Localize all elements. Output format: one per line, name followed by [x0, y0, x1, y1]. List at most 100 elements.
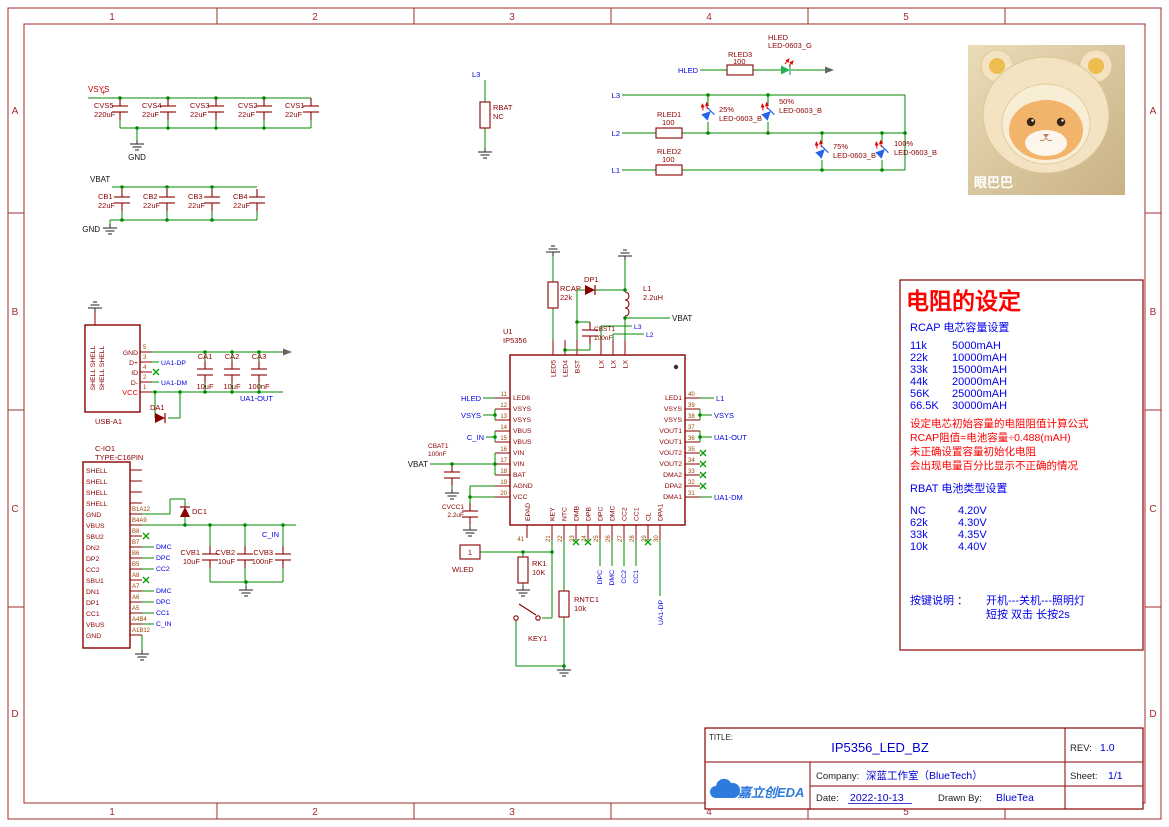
- gnd-symbol[interactable]: [129, 139, 145, 151]
- notes-row[interactable]: 20000mAH: [952, 376, 1007, 388]
- wires[interactable]: [622, 69, 906, 171]
- capacitor-symbol[interactable]: [274, 545, 292, 569]
- notes-heading[interactable]: RCAP 电芯容量设置: [910, 320, 1009, 334]
- net-label[interactable]: L2: [612, 129, 620, 138]
- notes-key-line[interactable]: 开机---关机---照明灯: [986, 593, 1085, 607]
- net-label[interactable]: VSYS: [461, 411, 481, 420]
- green-led-symbol[interactable]: [781, 59, 793, 75]
- ref-des[interactable]: CVS1: [285, 101, 305, 110]
- diode-symbol[interactable]: [179, 506, 191, 518]
- value-label[interactable]: LED-0603_B: [833, 151, 876, 160]
- notes-warning[interactable]: 未正确设置容量初始化电阻: [910, 445, 1036, 458]
- led-percent[interactable]: 50%: [779, 97, 794, 106]
- net-label[interactable]: DMC: [156, 588, 172, 595]
- chip-peripherals[interactable]: RCAP 22k DP1 L1 2.2uH VBAT CBST1 100nF L…: [408, 245, 748, 677]
- ref-des[interactable]: U1: [503, 327, 513, 336]
- notes-row[interactable]: 33k: [910, 529, 928, 541]
- value-label[interactable]: 10uF: [218, 557, 236, 566]
- resistor-symbol[interactable]: [726, 64, 754, 76]
- type-c-connector[interactable]: C-IO1 TYPE-C16PIN SHELL SHELL SHELL SHEL…: [82, 444, 296, 661]
- ip5356-chip[interactable]: U1 IP5356 LED5 LED4 BST LX LX LX LED6 VS…: [495, 327, 700, 543]
- net-label[interactable]: L2: [646, 332, 654, 339]
- net-label[interactable]: VBAT: [672, 314, 692, 323]
- gnd-symbol[interactable]: [444, 488, 460, 500]
- capacitor-symbol[interactable]: [255, 97, 273, 121]
- blue-led-symbol[interactable]: [697, 101, 717, 121]
- value-label[interactable]: 22uF: [190, 110, 208, 119]
- offpage-arrow[interactable]: [283, 348, 292, 356]
- net-label[interactable]: VBAT: [90, 175, 110, 184]
- gnd-symbol[interactable]: [134, 649, 150, 661]
- value-label[interactable]: 100nF: [428, 451, 446, 458]
- net-label[interactable]: DPC: [156, 555, 170, 562]
- capacitor-symbol[interactable]: [207, 97, 225, 121]
- notes-row[interactable]: 4.30V: [958, 517, 987, 529]
- ref-des[interactable]: CVS3: [190, 101, 210, 110]
- net-label[interactable]: UA1-DM: [714, 493, 743, 502]
- capacitor-symbol[interactable]: [113, 188, 131, 212]
- resistor-symbol[interactable]: [517, 556, 529, 584]
- ref-des[interactable]: RLED2: [657, 147, 681, 156]
- net-label[interactable]: CC2: [621, 570, 628, 584]
- ref-des[interactable]: DC1: [192, 507, 207, 516]
- ref-des[interactable]: CB4: [233, 192, 248, 201]
- ref-des[interactable]: RCAP: [560, 284, 581, 293]
- wled-connector[interactable]: [459, 544, 481, 560]
- value-label[interactable]: LED-0603_B: [719, 114, 762, 123]
- net-label[interactable]: HLED: [461, 394, 482, 403]
- notes-row[interactable]: 15000mAH: [952, 364, 1007, 376]
- net-label[interactable]: DPC: [597, 570, 604, 584]
- net-label[interactable]: L1: [612, 166, 620, 175]
- blue-led-symbol[interactable]: [811, 139, 831, 159]
- drawn-by-value[interactable]: BlueTea: [996, 792, 1034, 804]
- value-label[interactable]: 100nF: [252, 557, 274, 566]
- ref-des[interactable]: RK1: [532, 559, 547, 568]
- wires[interactable]: [152, 351, 283, 419]
- net-label[interactable]: L1: [716, 394, 724, 403]
- net-label[interactable]: UA1-DP: [161, 360, 186, 367]
- net-label[interactable]: VSYS: [714, 411, 734, 420]
- gnd-symbol[interactable]: [515, 585, 531, 597]
- wires[interactable]: [141, 498, 296, 650]
- capacitor-symbol[interactable]: [443, 463, 461, 487]
- ref-des[interactable]: DA1: [150, 403, 165, 412]
- notes-row[interactable]: 33k: [910, 364, 928, 376]
- offpage-arrow[interactable]: [825, 66, 834, 74]
- gnd-symbol[interactable]: [617, 249, 633, 261]
- ref-des[interactable]: CBAT1: [428, 443, 449, 450]
- notes-key-line[interactable]: 短按 双击 长按2s: [986, 607, 1070, 621]
- net-label[interactable]: C_IN: [156, 621, 172, 628]
- value-label[interactable]: 22uF: [233, 201, 251, 210]
- notes-warning[interactable]: 设定电芯初始容量的电阻阻值计算公式: [910, 417, 1089, 430]
- notes-row[interactable]: 10000mAH: [952, 352, 1007, 364]
- ref-des[interactable]: C-IO1: [95, 444, 115, 453]
- net-label[interactable]: C_IN: [262, 530, 279, 539]
- led-percent[interactable]: 75%: [833, 142, 848, 151]
- capacitor-symbol[interactable]: [461, 502, 479, 526]
- gnd-symbol[interactable]: [462, 525, 478, 537]
- value-label[interactable]: 100nF: [594, 335, 612, 342]
- net-label[interactable]: DPC: [156, 599, 170, 606]
- ref-des[interactable]: CVS5: [94, 101, 114, 110]
- net-label[interactable]: CC1: [633, 570, 640, 584]
- value-label[interactable]: 10uF: [223, 382, 241, 391]
- notes-warning[interactable]: 会出现电量百分比显示不正确的情况: [910, 459, 1078, 472]
- value-label[interactable]: LED-0603_G: [768, 41, 812, 50]
- net-label[interactable]: UA1-OUT: [714, 433, 747, 442]
- value-label[interactable]: 22uF: [285, 110, 303, 119]
- ref-des[interactable]: CB1: [98, 192, 113, 201]
- net-label[interactable]: CC1: [156, 610, 170, 617]
- led-percent[interactable]: 100%: [894, 139, 914, 148]
- value-label[interactable]: 100nF: [248, 382, 270, 391]
- notes-row[interactable]: 11k: [910, 340, 927, 352]
- ref-des[interactable]: CB3: [188, 192, 203, 201]
- ref-des[interactable]: CVB2: [215, 548, 235, 557]
- value-label[interactable]: 22uF: [142, 110, 160, 119]
- value-label[interactable]: LED-0603_B: [779, 106, 822, 115]
- ref-des[interactable]: CB2: [143, 192, 158, 201]
- net-label[interactable]: L3: [472, 70, 480, 79]
- ref-des[interactable]: RLED3: [728, 50, 752, 59]
- ref-des[interactable]: USB-A1: [95, 417, 122, 426]
